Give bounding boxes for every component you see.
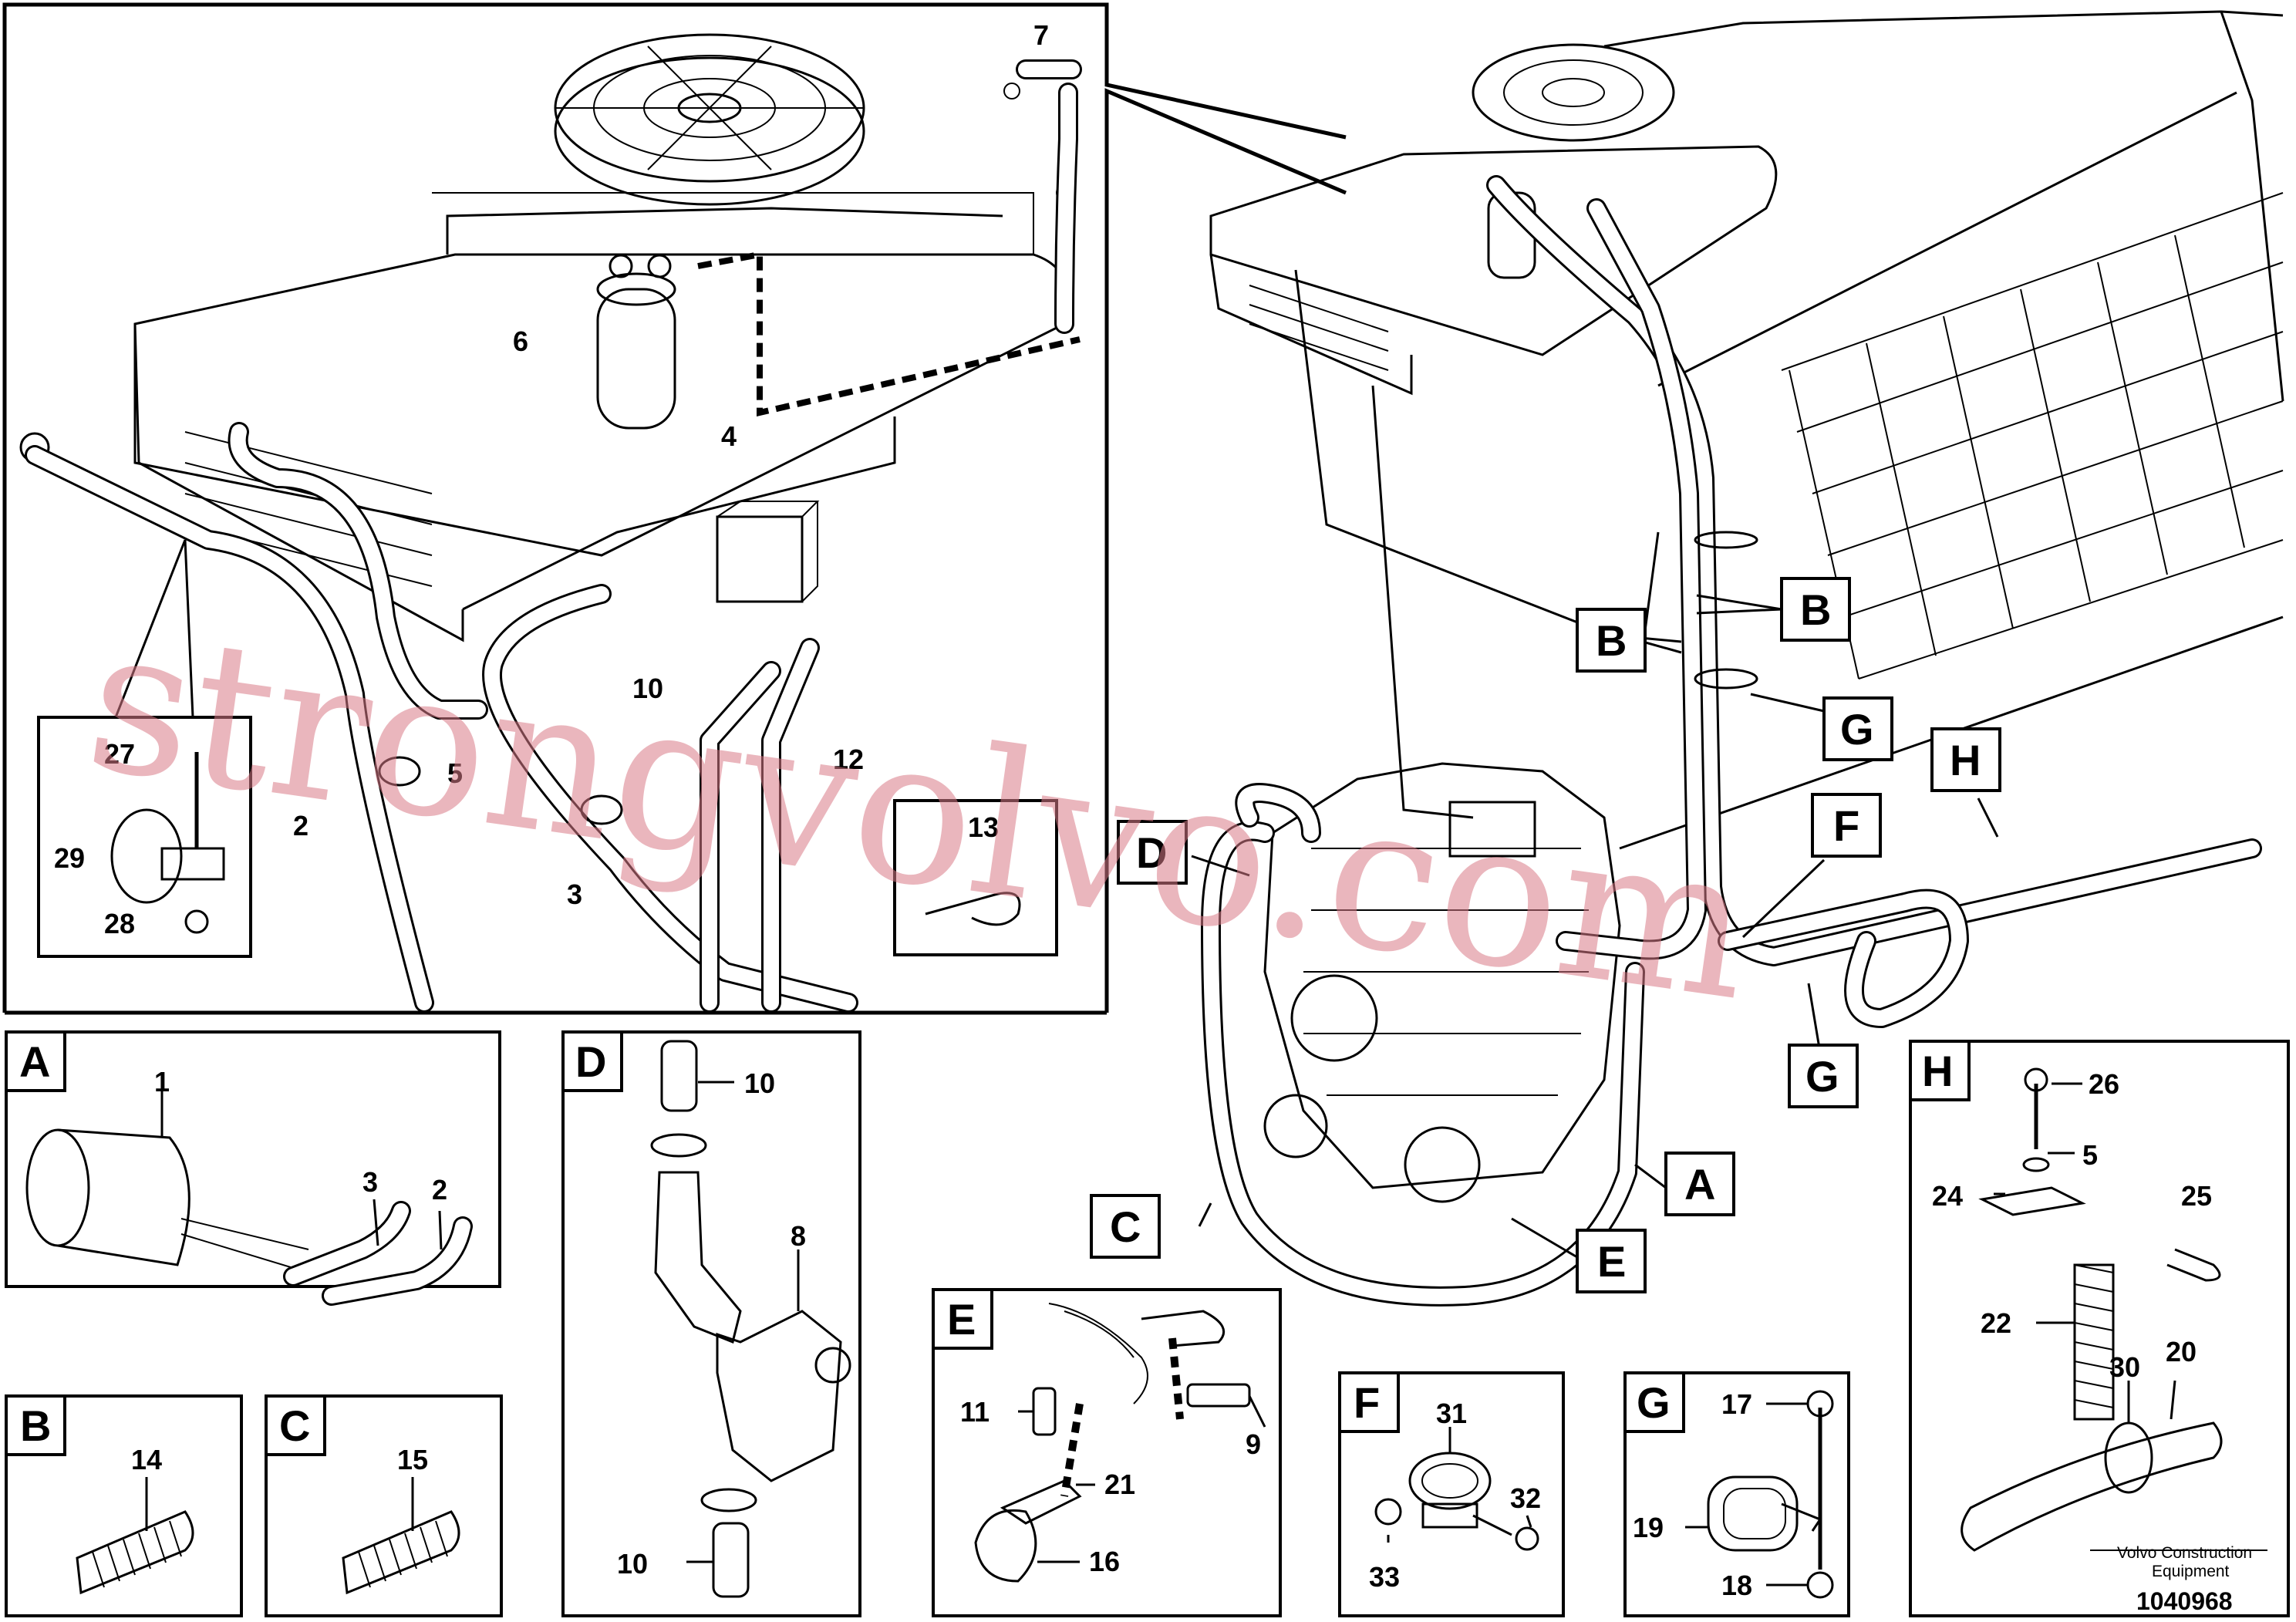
hoses-main <box>25 59 1082 1013</box>
panel-a-letter: A <box>19 1037 50 1086</box>
panel-g-part-19: 19 <box>1633 1512 1664 1543</box>
svg-text:F: F <box>1833 801 1859 850</box>
panel-e-part-9: 9 <box>1246 1428 1261 1460</box>
panel-h-part-5: 5 <box>2082 1139 2098 1171</box>
callout-10: 10 <box>632 673 663 704</box>
panel-e-part-16: 16 <box>1089 1546 1120 1577</box>
panel-h <box>1909 1040 2290 1617</box>
panel-f-part-32: 32 <box>1510 1482 1541 1514</box>
footer-drawing-number: 1040968 <box>2136 1587 2233 1615</box>
clamp-detail-inset <box>37 539 252 958</box>
letter-box-b-left: B <box>1576 608 1647 673</box>
tie-strap-inset <box>893 799 1058 956</box>
engine <box>1263 762 1621 1203</box>
letter-box-e: E <box>1576 1229 1647 1293</box>
letter-box-b-right: B <box>1780 577 1851 642</box>
panel-a-part-3: 3 <box>362 1166 378 1198</box>
panel-g <box>1623 1371 1850 1617</box>
letter-box-g-bottom: G <box>1788 1044 1859 1108</box>
panel-f <box>1338 1371 1565 1617</box>
panel-b-part-14: 14 <box>131 1444 162 1475</box>
panel-h-part-30: 30 <box>2109 1351 2140 1383</box>
svg-text:G: G <box>1805 1052 1839 1101</box>
panel-h-letter: H <box>1922 1047 1953 1095</box>
footer-company-line2: Equipment <box>2152 1563 2230 1580</box>
svg-text:E: E <box>1597 1237 1626 1286</box>
panel-h-part-22: 22 <box>1981 1307 2011 1339</box>
panel-d-part-10-top: 10 <box>744 1067 775 1099</box>
panel-h-part-24: 24 <box>1932 1180 1963 1212</box>
letter-box-a: A <box>1664 1152 1735 1216</box>
main-detail-view <box>2 2 1347 1015</box>
panel-f-part-33: 33 <box>1369 1561 1400 1593</box>
letter-box-f: F <box>1811 793 1882 858</box>
letter-box-d: D <box>1117 820 1188 885</box>
panel-d-part-10-bottom: 10 <box>617 1548 648 1580</box>
svg-text:H: H <box>1950 736 1981 784</box>
panel-e-part-21: 21 <box>1104 1469 1135 1500</box>
panel-c-letter: C <box>279 1401 310 1450</box>
letter-box-h: H <box>1930 727 2001 792</box>
panel-a-part-1: 1 <box>154 1066 170 1098</box>
panel-c <box>265 1394 503 1617</box>
hoses-overview <box>1201 175 2262 1307</box>
callout-6: 6 <box>513 325 528 357</box>
panel-e-part-11: 11 <box>960 1396 990 1428</box>
grille-grid <box>1781 192 2284 679</box>
svg-text:B: B <box>1596 616 1627 665</box>
svg-text:C: C <box>1110 1202 1141 1251</box>
callout-13: 13 <box>968 811 999 843</box>
svg-text:B: B <box>1800 585 1831 634</box>
callout-27: 27 <box>104 738 135 770</box>
panel-f-part-31: 31 <box>1436 1398 1467 1429</box>
panel-c-part-15: 15 <box>397 1444 428 1475</box>
svg-text:D: D <box>1136 828 1167 877</box>
panel-b <box>5 1394 243 1617</box>
svg-text:G: G <box>1840 705 1874 754</box>
panel-a <box>5 1030 501 1306</box>
panel-g-part-17: 17 <box>1721 1388 1752 1420</box>
panel-d-part-8: 8 <box>791 1220 806 1252</box>
letter-box-g-top: G <box>1822 696 1893 761</box>
callout-2: 2 <box>293 810 308 841</box>
letter-box-c: C <box>1090 1194 1161 1259</box>
panel-d-letter: D <box>575 1037 606 1086</box>
panel-e <box>932 1288 1282 1617</box>
panel-g-part-18: 18 <box>1721 1570 1752 1601</box>
callout-28: 28 <box>104 908 135 939</box>
callout-4: 4 <box>721 420 737 452</box>
panel-h-part-20: 20 <box>2166 1336 2197 1367</box>
panel-d <box>561 1030 861 1617</box>
callout-12: 12 <box>833 744 864 775</box>
panel-h-part-26: 26 <box>2089 1068 2119 1100</box>
machine-overview <box>1191 10 2284 1307</box>
callout-3: 3 <box>567 878 582 910</box>
svg-text:A: A <box>1684 1160 1715 1209</box>
condenser-unit <box>19 33 1081 642</box>
panel-b-letter: B <box>20 1401 51 1450</box>
watermark-text: strongvolvo.com <box>76 582 1765 1046</box>
panel-h-part-25: 25 <box>2181 1180 2212 1212</box>
panel-f-letter: F <box>1354 1378 1380 1427</box>
callout-7: 7 <box>1033 19 1049 51</box>
callout-29: 29 <box>54 842 85 874</box>
panel-e-letter: E <box>947 1295 976 1344</box>
panel-a-part-2: 2 <box>432 1174 447 1206</box>
panel-g-letter: G <box>1637 1378 1671 1427</box>
footer-company-line1: Volvo Construction <box>2117 1544 2252 1562</box>
callout-5: 5 <box>447 757 463 789</box>
